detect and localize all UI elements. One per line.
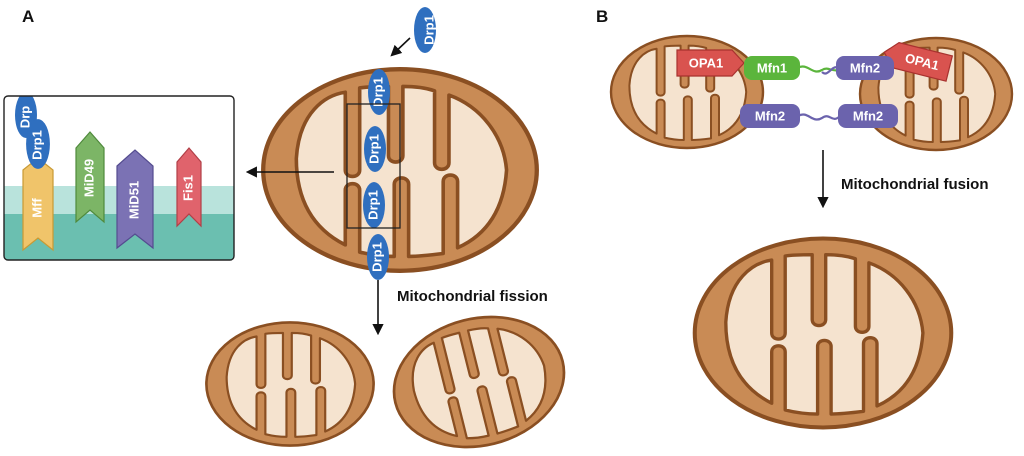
opa1-right: OPA1: [883, 41, 954, 82]
mff-receptor: Mff: [22, 157, 54, 252]
panel-label-a: A: [22, 7, 34, 26]
svg-text:OPA1: OPA1: [689, 55, 723, 70]
svg-text:Drp: Drp: [17, 106, 32, 128]
mfn2-left-bottom: Mfn2: [740, 104, 800, 128]
svg-text:MiD51: MiD51: [126, 181, 141, 219]
opa1-left: OPA1: [676, 49, 745, 77]
svg-text:Drp1: Drp1: [29, 130, 44, 160]
mfn2-mfn2-linker: [797, 113, 841, 121]
fusion-caption: Mitochondrial fusion: [841, 176, 989, 193]
daughter-mitochondrion-right: [378, 298, 580, 456]
svg-text:Mff: Mff: [29, 198, 44, 218]
bound-drp1: Drp1: [26, 119, 50, 169]
svg-text:Mfn2: Mfn2: [850, 60, 880, 75]
bound-drp1: Drp: [15, 96, 37, 138]
drp1-ring: Drp1 Drp1 Drp1 Drp1: [363, 69, 390, 280]
panel-label-b: B: [596, 7, 608, 26]
svg-text:Mfn1: Mfn1: [757, 60, 787, 75]
svg-text:Drp1: Drp1: [369, 242, 384, 272]
svg-text:Mfn2: Mfn2: [853, 108, 883, 123]
svg-text:Mfn2: Mfn2: [755, 108, 785, 123]
receptor-inset: Mff Drp Drp1 MiD49 MiD51: [3, 95, 235, 261]
mfn1-linker: [796, 65, 839, 73]
mfn1-left: Mfn1: [744, 56, 800, 80]
drp1-unit: Drp1: [363, 182, 385, 228]
zoom-region-box: [346, 103, 401, 229]
recruitment-arrow: [390, 37, 411, 57]
svg-text:MiD49: MiD49: [81, 159, 96, 197]
mid51-receptor: MiD51: [116, 149, 154, 250]
svg-text:Drp1: Drp1: [366, 134, 381, 164]
fis1-receptor: Fis1: [176, 147, 202, 228]
svg-text:Fis1: Fis1: [180, 175, 195, 201]
mid49-receptor: MiD49: [75, 131, 105, 224]
fission-caption: Mitochondrial fission: [397, 288, 548, 305]
fused-mitochondrion: [695, 239, 952, 428]
daughter-mitochondrion-left: [205, 321, 375, 447]
svg-text:Drp1: Drp1: [370, 77, 385, 107]
svg-text:Drp1: Drp1: [421, 15, 436, 45]
free-drp1: Drp1: [414, 7, 436, 53]
mfn2-right-bottom: Mfn2: [838, 104, 898, 128]
drp1-unit: Drp1: [364, 126, 386, 172]
drp1-unit: Drp1: [367, 234, 389, 280]
mfn2-right-top: Mfn2: [836, 56, 894, 80]
svg-text:Drp1: Drp1: [365, 190, 380, 220]
drp1-unit: Drp1: [368, 69, 390, 115]
